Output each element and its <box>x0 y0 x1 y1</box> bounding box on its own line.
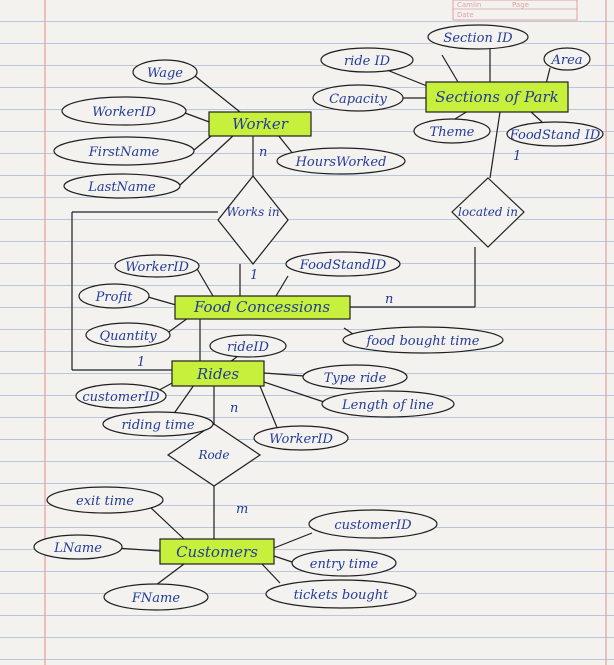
svg-text:Area: Area <box>550 53 582 68</box>
entity-worker: Worker <box>208 111 312 137</box>
attr-fname: FName <box>103 583 209 611</box>
attr-theme: Theme <box>413 118 491 144</box>
attr-capacity: Capacity <box>312 84 404 112</box>
attr-hours-worked: HoursWorked <box>276 147 406 175</box>
svg-text:tickets bought: tickets bought <box>294 588 389 603</box>
brand-label: Camlin <box>457 1 481 9</box>
relationship-located-in: located in <box>451 177 525 248</box>
attr-profit: Profit <box>78 283 150 309</box>
attr-exit-time: exit time <box>46 486 164 514</box>
entity-worker-label: Worker <box>232 115 289 133</box>
svg-text:FoodStandID: FoodStandID <box>299 258 387 273</box>
svg-text:Section ID: Section ID <box>443 31 513 46</box>
attr-worker-id: WorkerID <box>61 96 187 126</box>
relationship-rode-label: Rode <box>197 448 229 462</box>
attr-ride-id-sections: ride ID <box>320 47 414 73</box>
attr-rides-ride-id: rideID <box>209 334 287 358</box>
cardinality-works-in-food: 1 <box>250 268 258 283</box>
attr-type-ride: Type ride <box>302 364 408 390</box>
svg-text:FoodStand ID: FoodStand ID <box>509 128 601 143</box>
header-box <box>452 0 578 21</box>
svg-text:LastName: LastName <box>87 180 156 195</box>
svg-text:WorkerID: WorkerID <box>269 432 333 447</box>
svg-text:HoursWorked: HoursWorked <box>295 155 387 170</box>
attr-customers-customer-id: customerID <box>308 509 438 539</box>
svg-text:FName: FName <box>131 591 180 606</box>
attr-wage: Wage <box>132 59 198 85</box>
attr-fc-worker-id: WorkerID <box>114 254 200 278</box>
entity-sections-of-park: Sections of Park <box>425 81 569 113</box>
svg-text:Wage: Wage <box>147 66 183 81</box>
svg-text:food bought time: food bought time <box>366 334 480 349</box>
svg-text:entry time: entry time <box>310 557 379 572</box>
attr-riding-time: riding time <box>102 411 214 437</box>
entity-rides-label: Rides <box>196 365 240 383</box>
attr-first-name: FirstName <box>53 136 195 166</box>
relationship-works-in-label: Works in <box>226 205 279 219</box>
page-number-label: Page <box>512 1 529 9</box>
cardinality-food-rides: 1 <box>137 355 145 370</box>
cardinality-sections-located-in: 1 <box>513 149 521 164</box>
attr-quantity: Quantity <box>85 322 171 348</box>
entity-rides: Rides <box>171 360 265 387</box>
svg-text:ride ID: ride ID <box>344 54 391 69</box>
entity-customers: Customers <box>159 538 275 565</box>
entity-food-concessions: Food Concessions <box>174 295 351 320</box>
attr-last-name: LastName <box>63 173 181 199</box>
svg-text:Quantity: Quantity <box>99 329 157 344</box>
svg-text:Length of line: Length of line <box>341 398 434 413</box>
attr-area: Area <box>543 47 591 71</box>
attr-tickets-bought: tickets bought <box>265 579 417 609</box>
svg-text:WorkerID: WorkerID <box>92 105 156 120</box>
attr-fc-foodstand-id: FoodStandID <box>285 251 401 277</box>
attr-lname: LName <box>33 534 123 560</box>
cardinality-worker-works-in: n <box>259 145 267 160</box>
attr-entry-time: entry time <box>291 549 397 577</box>
relationship-rode: Rode <box>166 423 262 487</box>
svg-text:Theme: Theme <box>430 125 475 140</box>
svg-text:LName: LName <box>53 541 102 556</box>
attr-section-id: Section ID <box>427 24 529 50</box>
relationship-located-in-label: located in <box>458 205 518 219</box>
cardinality-located-in-food: n <box>385 292 393 307</box>
svg-text:WorkerID: WorkerID <box>125 260 189 275</box>
attr-foodstand-id-sections: FoodStand ID <box>506 121 604 147</box>
svg-text:Profit: Profit <box>95 290 133 305</box>
date-label: Date <box>457 11 474 19</box>
svg-text:FirstName: FirstName <box>88 145 160 160</box>
svg-text:customerID: customerID <box>334 518 412 533</box>
attr-length-of-line: Length of line <box>321 390 455 418</box>
entity-food-label: Food Concessions <box>193 298 330 316</box>
entity-customers-label: Customers <box>176 543 258 561</box>
svg-text:Type ride: Type ride <box>324 371 387 386</box>
svg-text:riding time: riding time <box>121 418 194 433</box>
svg-text:exit time: exit time <box>76 494 134 509</box>
entity-sections-label: Sections of Park <box>435 88 559 106</box>
cardinality-rides-rode: n <box>230 401 238 416</box>
svg-text:Capacity: Capacity <box>329 92 387 107</box>
connector-lines <box>71 46 551 586</box>
relationship-works-in: Works in <box>217 175 289 265</box>
svg-text:customerID: customerID <box>82 390 160 405</box>
attr-food-bought-time: food bought time <box>342 326 504 354</box>
attr-rides-customer-id: customerID <box>75 383 167 409</box>
cardinality-rode-customers: m <box>236 502 248 517</box>
attr-rides-worker-id: WorkerID <box>253 425 349 451</box>
svg-text:rideID: rideID <box>227 340 270 355</box>
